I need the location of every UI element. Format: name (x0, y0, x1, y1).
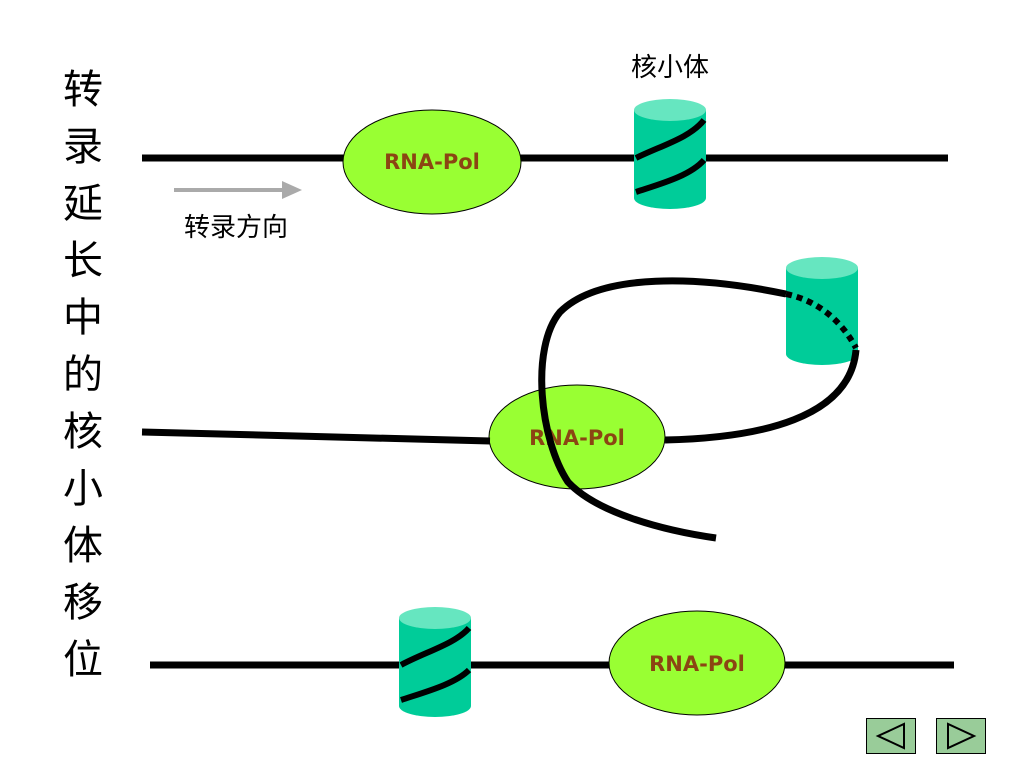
rna-polymerase-middle: RNA-Pol (488, 384, 666, 490)
title-char: 中 (63, 295, 103, 341)
dna-strand-loop (141, 277, 860, 542)
title-char: 的 (63, 352, 103, 398)
rna-polymerase-bottom: RNA-Pol (608, 610, 786, 716)
dna-strand-wrapped-dotted (785, 291, 859, 350)
title-char: 核 (63, 409, 103, 455)
rna-polymerase-top: RNA-Pol (342, 109, 522, 215)
prev-slide-button[interactable] (866, 718, 916, 754)
title-char: 小 (63, 466, 103, 512)
title-char: 转 (63, 67, 103, 113)
rna-polymerase-label: RNA-Pol (649, 652, 745, 676)
triangle-left-icon (875, 722, 905, 750)
title-char: 体 (63, 523, 103, 569)
triangle-right-icon (947, 722, 977, 750)
title-char: 延 (63, 181, 103, 227)
title-char: 位 (63, 637, 103, 683)
direction-arrow (174, 181, 302, 199)
rna-polymerase-label: RNA-Pol (529, 426, 625, 450)
slide-title: 转录延长中的核小体移位 (55, 62, 111, 689)
next-slide-button[interactable] (936, 718, 986, 754)
title-char: 移 (63, 580, 103, 626)
nucleosome-middle (786, 257, 858, 365)
title-char: 录 (63, 124, 103, 170)
title-char: 长 (63, 238, 103, 284)
rna-polymerase-label: RNA-Pol (384, 150, 480, 174)
nucleosome-top (634, 99, 707, 209)
direction-label: 转录方向 (184, 213, 288, 243)
nucleosome-bottom (399, 607, 472, 717)
nucleosome-label: 核小体 (631, 53, 709, 83)
